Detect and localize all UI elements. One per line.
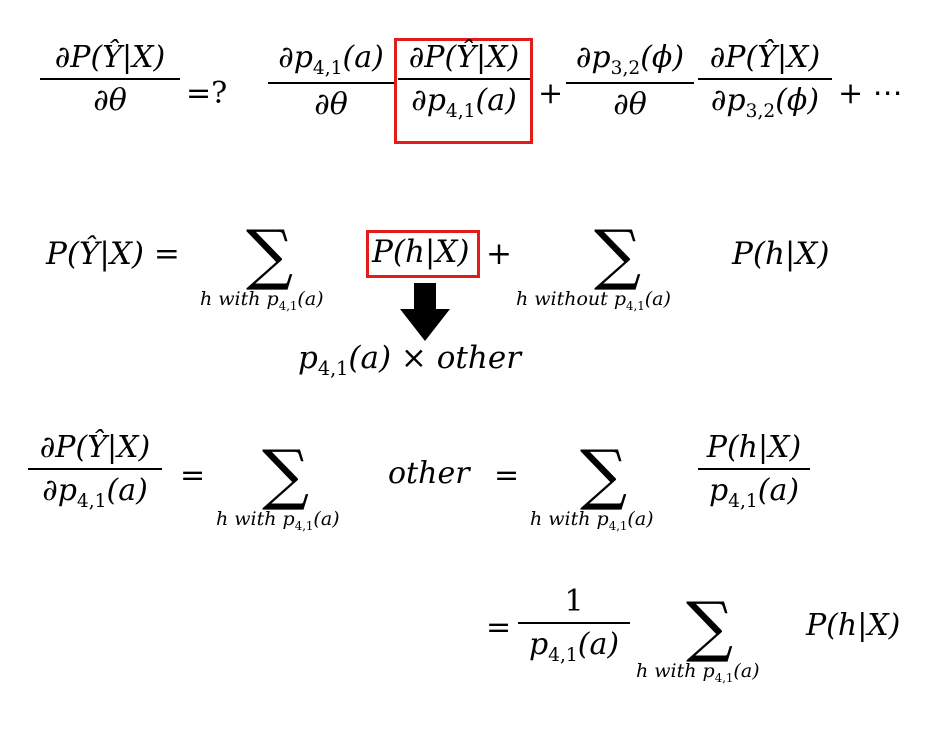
fraction-bar [398,78,530,80]
argument: (a) [757,473,800,508]
row3-lhs-denominator: ∂p4,1(a) [28,473,162,512]
row1-term4-numerator: ∂P(Ŷ|X) [709,40,821,75]
row1-term1-numerator: ∂p4,1(a) [268,40,394,79]
down-arrow-icon [400,283,450,341]
subscript: 4,1 [294,518,314,533]
argument: (a) [733,660,760,682]
summation-symbol: ∑ [262,436,310,513]
row1-term4-fraction: ∂P(Ŷ|X) ∂p3,2(ϕ) [698,40,832,122]
partial-p: ∂p [278,40,313,75]
subscript: 4,1 [317,357,349,381]
row3-other: other [388,456,470,491]
row2-term2: P(h|X) [732,236,830,272]
fraction-bar [268,82,394,84]
row3-sum-subscript: h with p4,1(a) [216,508,340,533]
row2-lhs: P(Ŷ|X) = [46,236,180,272]
row4-eq: = [486,610,512,645]
row2-sum1-subscript: h with p4,1(a) [200,288,324,313]
partial-p: ∂p [411,83,446,118]
argument: (a) [106,473,148,508]
argument: (a) [313,508,340,530]
fraction-bar [28,468,162,470]
row4-sum-subscript: h with p4,1(a) [636,660,760,685]
summation-symbol: ∑ [594,216,642,293]
row1-tail: + ⋯ [838,76,903,111]
subscript: 4,1 [76,491,107,512]
row1-term3-fraction: ∂p3,2(ϕ) ∂θ [566,40,694,122]
row1-term3-denominator: ∂θ [613,87,647,122]
partial-p: ∂p [710,83,746,118]
subscript: 3,2 [610,58,641,79]
subscript: 4,1 [278,298,298,313]
sum-index-text: h with p [530,508,609,530]
argument: (a) [475,83,517,118]
subscript: 4,1 [608,518,628,533]
argument: (a) [297,288,324,310]
fraction-bar [698,468,810,470]
subscript: 4,1 [548,645,578,666]
argument: (ϕ) [640,40,685,75]
row1-lhs-denominator: ∂θ [93,83,127,118]
row1-term2-fraction: ∂P(Ŷ|X) ∂p4,1(a) [398,40,530,122]
row1-term2-denominator: ∂p4,1(a) [398,83,530,122]
sum-index-text: h with p [216,508,295,530]
sum-index-text: h with p [636,660,715,682]
fraction-bar [566,82,694,84]
fraction-bar [518,622,630,624]
summation-symbol: ∑ [580,436,628,513]
argument: (a) [342,40,384,75]
row1-plus: + [538,76,564,111]
row4-term: P(h|X) [806,608,901,643]
argument: (ϕ) [775,83,820,118]
row1-term2-numerator: ∂P(Ŷ|X) [408,40,520,75]
row2-boxed-term: P(h|X) [372,234,470,270]
fraction-bar [40,78,180,80]
p-symbol: p [708,473,729,508]
row2-sum2-subscript: h without p4,1(a) [516,288,671,313]
row1-lhs-numerator: ∂P(Ŷ|X) [54,40,166,75]
row2-arrow-note: p4,1(a) × other [298,340,521,380]
partial-p: ∂p [42,473,77,508]
row4-numerator: 1 [564,584,584,619]
subscript: 4,1 [714,670,734,685]
row3-eq1: = [180,458,206,493]
p-symbol: p [298,340,318,376]
row1-eq-question: =? [186,76,228,111]
subscript: 4,1 [626,298,645,313]
argument: (a) [577,627,620,662]
row3-lhs-numerator: ∂P(Ŷ|X) [39,430,151,465]
subscript: 4,1 [728,491,758,512]
row2-plus: + [486,236,512,272]
highlight-box-path-prob [366,230,480,278]
summation-symbol: ∑ [686,588,734,665]
row3-rhs-fraction: P(h|X) p4,1(a) [698,430,810,512]
row3-eq2: = [494,458,520,493]
argument: (a) [627,508,654,530]
argument: (a) [644,288,671,310]
subscript: 4,1 [445,101,476,122]
note-rest: (a) × other [348,340,522,376]
row1-term4-denominator: ∂p3,2(ϕ) [698,83,832,122]
row1-term1-denominator: ∂θ [314,87,348,122]
subscript: 4,1 [312,58,343,79]
row1-term3-numerator: ∂p3,2(ϕ) [566,40,694,79]
fraction-bar [698,78,832,80]
sum-index-text: h with p [200,288,279,310]
row3-lhs-fraction: ∂P(Ŷ|X) ∂p4,1(a) [28,430,162,512]
summation-symbol: ∑ [246,216,294,293]
row3-sum2-subscript: h with p4,1(a) [530,508,654,533]
row3-rhs-denominator: p4,1(a) [698,473,810,512]
subscript: 3,2 [745,101,776,122]
partial-p: ∂p [575,40,611,75]
row3-rhs-numerator: P(h|X) [706,430,802,465]
row1-term1-fraction: ∂p4,1(a) ∂θ [268,40,394,122]
row1-lhs-fraction: ∂P(Ŷ|X) ∂θ [40,40,180,118]
row4-fraction: 1 p4,1(a) [518,584,630,666]
p-symbol: p [528,627,549,662]
row4-denominator: p4,1(a) [518,627,630,666]
highlight-box-gradient [394,38,533,144]
sum-index-text: h without p [516,288,627,310]
